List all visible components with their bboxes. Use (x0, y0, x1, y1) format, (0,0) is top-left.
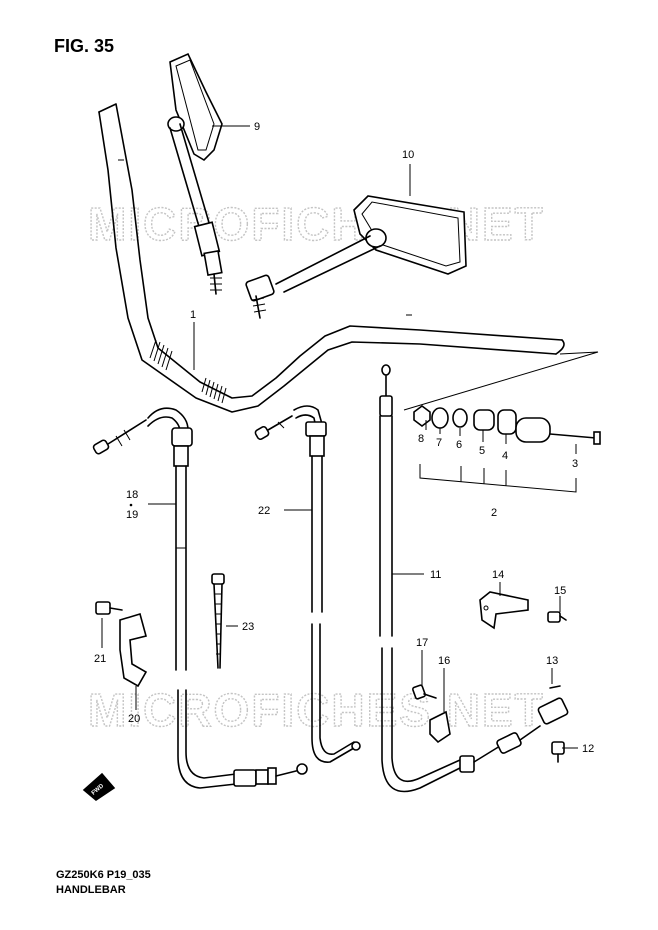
bracket-14[interactable] (479, 591, 529, 630)
bolt-17[interactable] (412, 684, 437, 700)
callout-13: 13 (546, 655, 558, 667)
callout-18-19-dot (129, 503, 133, 507)
callout-4: 4 (502, 450, 508, 462)
screw-15[interactable] (547, 611, 567, 623)
callout-14: 14 (492, 569, 504, 581)
callout-10: 10 (402, 149, 414, 161)
watermark-top: MICROFICHES.NET (88, 198, 545, 250)
leader-bar-end (403, 351, 599, 411)
figure-title: FIG. 35 (54, 36, 114, 56)
callout-9: 9 (254, 121, 260, 133)
cable-11[interactable] (379, 364, 569, 793)
callout-19: 19 (126, 509, 138, 521)
callout-16: 16 (438, 655, 450, 667)
cable-tie-23[interactable] (211, 573, 225, 669)
footer-name: HANDLEBAR (56, 884, 126, 896)
holder-16[interactable] (429, 710, 451, 744)
fwd-arrow: FWD (82, 772, 116, 801)
throttle-cable-18-19[interactable] (92, 407, 308, 789)
balancer-assembly[interactable] (413, 405, 601, 445)
callout-bracket-2 (419, 464, 577, 493)
callout-labels: 1 2 3 4 5 6 7 8 9 10 11 12 13 14 15 16 1… (94, 121, 594, 755)
leader-lines (101, 125, 578, 749)
mirror-left[interactable] (167, 52, 223, 295)
handlebar[interactable] (98, 103, 565, 413)
callout-2: 2 (491, 507, 497, 519)
pin-13[interactable] (549, 685, 561, 689)
callout-15: 15 (554, 585, 566, 597)
footer-code: GZ250K6 P19_035 (56, 869, 151, 881)
callout-1: 1 (190, 309, 196, 321)
bolt-21[interactable] (95, 601, 123, 615)
callout-11: 11 (430, 569, 441, 581)
callout-17: 17 (416, 637, 428, 649)
callout-8: 8 (418, 433, 424, 445)
watermark-bottom: MICROFICHES.NET (88, 684, 545, 736)
screw-12[interactable] (551, 741, 565, 763)
callout-12: 12 (582, 743, 594, 755)
callout-3: 3 (572, 458, 578, 470)
callout-7: 7 (436, 437, 442, 449)
callout-18: 18 (126, 489, 138, 501)
callout-5: 5 (479, 445, 485, 457)
clamp-20[interactable] (119, 612, 148, 688)
callout-22: 22 (258, 505, 270, 517)
clutch-cable-22[interactable] (254, 405, 361, 763)
callout-6: 6 (456, 439, 462, 451)
callout-20: 20 (128, 713, 140, 725)
callout-23: 23 (242, 621, 254, 633)
mirror-right[interactable] (245, 195, 467, 319)
callout-21: 21 (94, 653, 106, 665)
